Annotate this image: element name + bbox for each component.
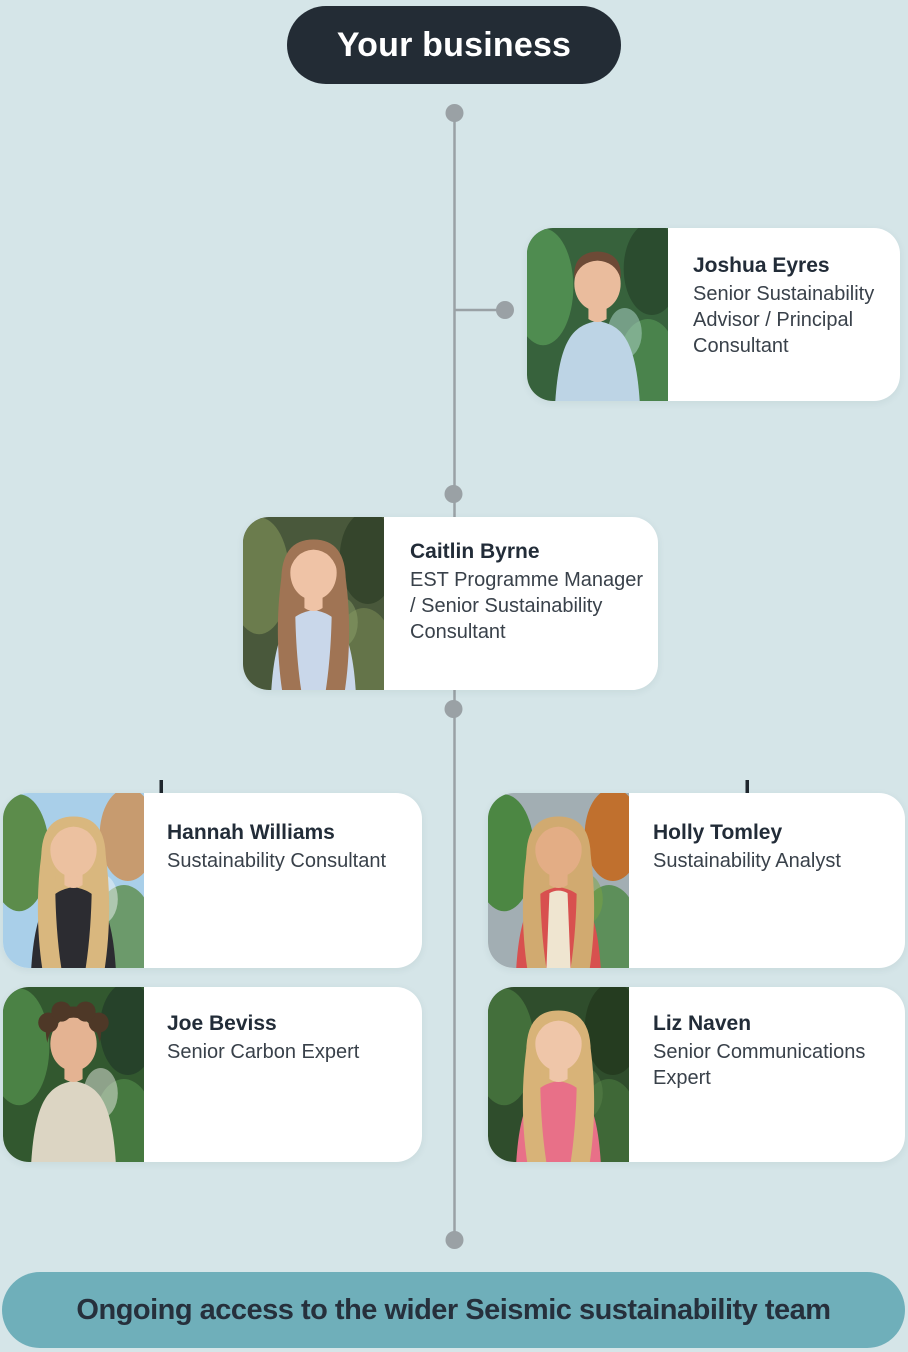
your-business-label: Your business xyxy=(336,25,572,64)
member-photo-liz-naven xyxy=(488,987,629,1162)
member-name: Holly Tomley xyxy=(653,821,783,844)
member-photo-joshua-eyres xyxy=(527,228,668,401)
member-card-hannah-williams: Hannah Williams Sustainability Consultan… xyxy=(3,793,422,968)
member-role: Senior Carbon Expert xyxy=(167,1041,360,1063)
member-name: Liz Naven xyxy=(653,1012,752,1035)
member-photo-hannah-williams xyxy=(3,793,144,968)
member-role: Senior Sustainability Advisor / Principa… xyxy=(693,283,875,357)
branch-tick-right xyxy=(745,780,749,794)
member-role: Senior Communications Expert xyxy=(653,1041,866,1089)
connector-dot-branch xyxy=(496,301,514,319)
branch-tick-left xyxy=(159,780,163,794)
member-role: Sustainability Consultant xyxy=(167,850,387,872)
connector-dot-bottom xyxy=(445,1231,464,1249)
member-photo-joe-beviss xyxy=(3,987,144,1162)
member-photo-holly-tomley xyxy=(488,793,629,968)
connector-dot-mid-upper xyxy=(444,485,463,503)
member-name: Joe Beviss xyxy=(167,1012,277,1035)
member-name: Caitlin Byrne xyxy=(410,540,540,563)
member-name: Hannah Williams xyxy=(167,821,335,844)
connector-dot-mid-lower xyxy=(444,700,463,718)
connector-dot-top xyxy=(445,104,464,122)
member-role: EST Programme Manager / Senior Sustainab… xyxy=(410,569,644,643)
your-business-pill: Your business xyxy=(287,6,621,84)
member-name: Joshua Eyres xyxy=(693,254,830,277)
member-photo-caitlin-byrne xyxy=(243,517,384,690)
wider-team-banner-label: Ongoing access to the wider Seismic sust… xyxy=(76,1293,831,1326)
member-card-holly-tomley: Holly Tomley Sustainability Analyst xyxy=(488,793,905,968)
wider-team-banner: Ongoing access to the wider Seismic sust… xyxy=(2,1272,905,1348)
member-card-joe-beviss: Joe Beviss Senior Carbon Expert xyxy=(3,987,422,1162)
member-card-liz-naven: Liz Naven Senior Communications Expert xyxy=(488,987,905,1162)
member-card-caitlin-byrne: Caitlin Byrne EST Programme Manager / Se… xyxy=(243,517,658,690)
member-card-joshua-eyres: Joshua Eyres Senior Sustainability Advis… xyxy=(527,228,900,401)
member-role: Sustainability Analyst xyxy=(653,850,841,872)
